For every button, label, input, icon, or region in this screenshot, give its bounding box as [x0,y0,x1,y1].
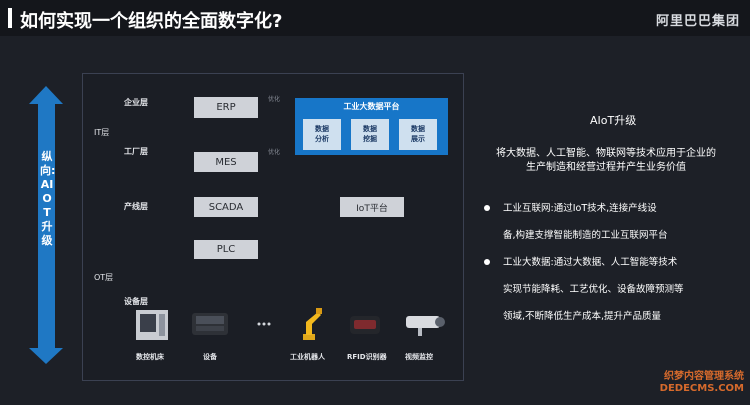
watermark: 织梦内容管理系统 DEDECMS.COM [660,371,744,395]
security-camera-icon [406,316,445,336]
bullet2-line3: 领域,不断降低生产成本,提升产品质量 [503,308,661,322]
device-label-rfid: RFID识别器 [347,352,387,362]
device-label-robot: 工业机器人 [290,352,325,362]
equipment-icon [192,313,228,335]
ellipsis-icon [258,323,271,326]
bullet2-line2: 实现节能降耗、工艺优化、设备故障预测等 [503,281,684,295]
cnc-machine-icon [136,310,168,340]
aiot-desc-line2: 生产制造和经营过程并产生业务价值 [478,161,734,175]
rfid-reader-icon [350,316,380,334]
bullet1-line1: 工业互联网:通过IoT技术,连接产线设 [503,200,657,214]
watermark-line1: 织梦内容管理系统 [660,371,744,383]
device-label-camera: 视频监控 [405,352,433,362]
bullet2-line1: 工业大数据:通过大数据、人工智能等技术 [503,254,677,268]
device-label-cnc: 数控机床 [136,352,164,362]
robot-arm-icon [303,308,322,340]
aiot-desc-line1: 将大数据、人工智能、物联网等技术应用于企业的 [478,147,734,161]
device-label-equipment: 设备 [203,352,217,362]
aiot-title: AIoT升级 [590,112,636,128]
watermark-line2: DEDECMS.COM [660,383,744,395]
bullet-dot-1 [484,205,490,211]
aiot-description: 将大数据、人工智能、物联网等技术应用于企业的 生产制造和经营过程并产生业务价值 [478,147,734,175]
bullet-dot-2 [484,259,490,265]
bullet1-line2: 备,构建支撑智能制造的工业互联网平台 [503,227,668,241]
